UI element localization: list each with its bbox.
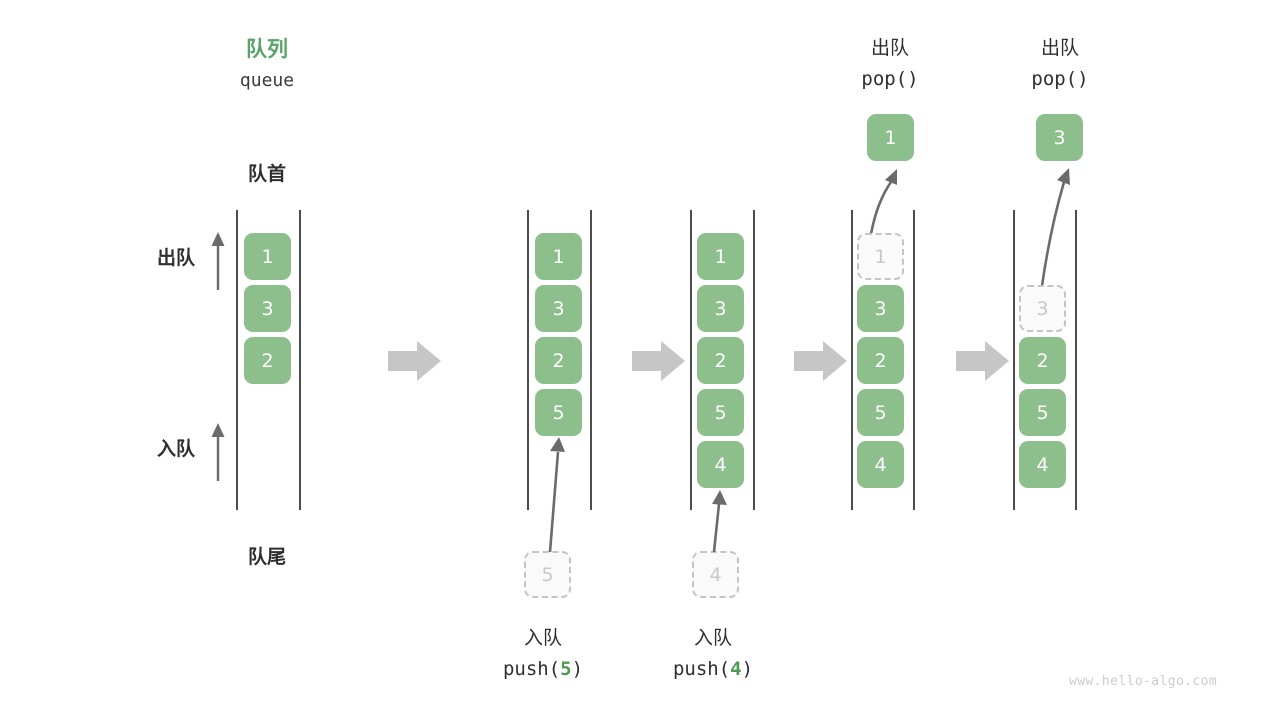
cell: 2 xyxy=(857,337,904,384)
cell: 4 xyxy=(1019,441,1066,488)
pop-label-cn-stage-4: 出队 xyxy=(870,37,909,59)
push-code-suffix: ) xyxy=(571,658,584,680)
queue-title-en: queue xyxy=(239,70,295,91)
rail-left-stage-5 xyxy=(1013,210,1015,510)
push-code-value: 4 xyxy=(730,658,742,680)
rail-right-stage-4 xyxy=(913,210,915,510)
cell: 5 xyxy=(697,389,744,436)
push-label-code-stage-3: push(4) xyxy=(638,658,788,680)
push-code-suffix: ) xyxy=(741,658,754,680)
push-arrow-stage-3-icon xyxy=(712,490,727,553)
cell: 5 xyxy=(535,389,582,436)
cell: 2 xyxy=(244,337,291,384)
push-label-cn-stage-2: 入队 xyxy=(523,627,562,649)
queue-title-cn: 队列 xyxy=(246,37,288,61)
cell: 2 xyxy=(697,337,744,384)
front-label: 队首 xyxy=(247,163,286,185)
rail-right-stage-3 xyxy=(753,210,755,510)
pop-label-code-stage-5: pop() xyxy=(1031,68,1089,90)
rail-right-stage-5 xyxy=(1075,210,1077,510)
flow-arrow-4 xyxy=(956,341,1009,381)
rear-label: 队尾 xyxy=(247,546,286,568)
pop-label-code-stage-4: pop() xyxy=(861,68,919,90)
cell: 1 xyxy=(244,233,291,280)
cell: 2 xyxy=(535,337,582,384)
dequeue-label: 出队 xyxy=(156,247,195,269)
rail-left-stage-2 xyxy=(527,210,529,510)
flow-arrow-1 xyxy=(388,341,441,381)
pop-arrow-stage-4-icon xyxy=(869,169,897,235)
push-code-value: 5 xyxy=(560,658,572,680)
cell: 3 xyxy=(535,285,582,332)
cell: 4 xyxy=(857,441,904,488)
flow-arrow-3 xyxy=(794,341,847,381)
pop-arrow-stage-5-icon xyxy=(1040,168,1070,287)
cell: 3 xyxy=(697,285,744,332)
ghost-cell: 1 xyxy=(857,233,904,280)
rail-right-stage-1 xyxy=(299,210,301,510)
rail-left-stage-1 xyxy=(236,210,238,510)
push-code-prefix: push( xyxy=(672,658,731,680)
incoming-ghost-cell: 4 xyxy=(692,551,739,598)
pop-label-cn-stage-5: 出队 xyxy=(1040,37,1079,59)
push-label-cn-stage-3: 入队 xyxy=(693,627,732,649)
popped-cell-stage-5: 3 xyxy=(1036,114,1083,161)
push-code-prefix: push( xyxy=(502,658,561,680)
watermark: www.hello-algo.com xyxy=(1069,674,1218,689)
cell: 3 xyxy=(857,285,904,332)
cell: 1 xyxy=(535,233,582,280)
popped-cell-stage-4: 1 xyxy=(867,114,914,161)
push-arrow-stage-2-icon xyxy=(548,437,565,553)
enqueue-label: 入队 xyxy=(156,438,195,460)
incoming-ghost-cell: 5 xyxy=(524,551,571,598)
cell: 3 xyxy=(244,285,291,332)
push-label-code-stage-2: push(5) xyxy=(468,658,618,680)
cell: 5 xyxy=(857,389,904,436)
dequeue-direction-arrow-icon xyxy=(211,232,225,290)
cell: 1 xyxy=(697,233,744,280)
enqueue-direction-arrow-icon xyxy=(211,423,225,481)
cell: 2 xyxy=(1019,337,1066,384)
ghost-cell: 3 xyxy=(1019,285,1066,332)
rail-right-stage-2 xyxy=(590,210,592,510)
cell: 4 xyxy=(697,441,744,488)
rail-left-stage-4 xyxy=(851,210,853,510)
rail-left-stage-3 xyxy=(690,210,692,510)
flow-arrow-2 xyxy=(632,341,685,381)
cell: 5 xyxy=(1019,389,1066,436)
